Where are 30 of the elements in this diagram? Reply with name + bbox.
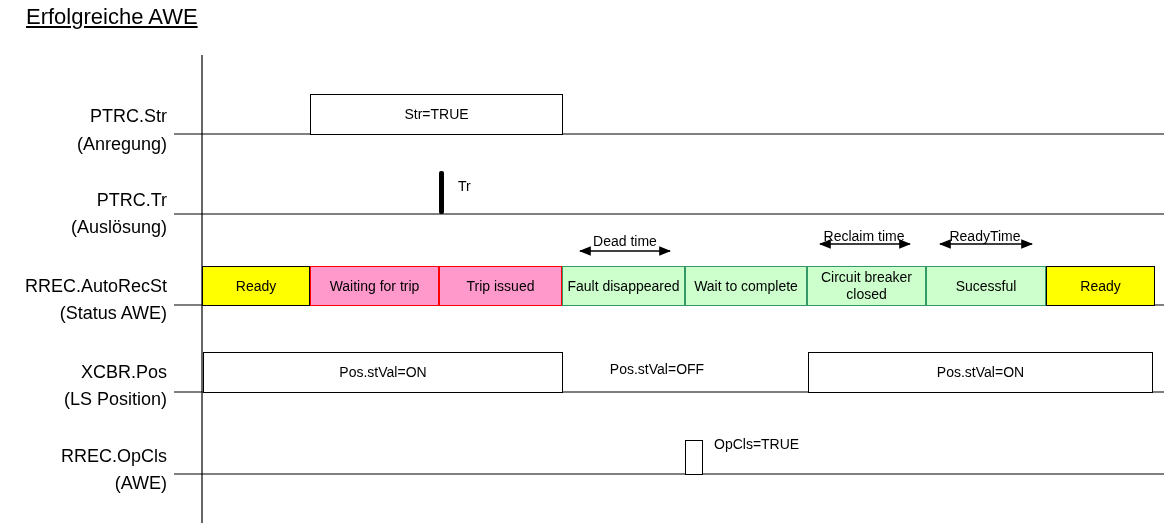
signal-name: RREC.OpCls [61, 446, 167, 467]
signal-pulse-box: Str=TRUE [310, 94, 563, 135]
signal-pulse-box: Pos.stVal=ON [808, 352, 1153, 393]
state-box: Ready [202, 266, 310, 306]
signal-name: (Status AWE) [59, 303, 167, 324]
signal-name: PTRC.Str [90, 106, 167, 127]
signal-pulse-box: Pos.stVal=ON [203, 352, 563, 393]
duration-label: Dead time [593, 233, 657, 249]
state-box: Fault disappeared [562, 266, 685, 306]
signal-pulse-box [685, 440, 703, 475]
signal-name: (LS Position) [63, 389, 167, 410]
signal-name: (Auslösung) [70, 217, 167, 238]
diagram-title: Erfolgreiche AWE [26, 4, 198, 30]
signal-name: RREC.AutoRecSt [24, 276, 167, 297]
signal-name: (AWE) [114, 473, 167, 494]
signal-value-label: Tr [458, 178, 471, 194]
state-box: Circuit breaker closed [807, 266, 926, 306]
state-box: Ready [1046, 266, 1155, 306]
state-box: Waiting for trip [310, 266, 439, 306]
trip-pulse-bar [439, 171, 444, 214]
signal-name: XCBR.Pos [80, 362, 167, 383]
duration-label: ReadyTime [949, 228, 1021, 244]
signal-value-label: OpCls=TRUE [714, 436, 800, 452]
duration-label: Reclaim time [823, 228, 905, 244]
state-box: Trip issued [439, 266, 562, 306]
state-box: Sucessful [926, 266, 1046, 306]
signal-value-label: Pos.stVal=OFF [609, 361, 705, 377]
state-box: Wait to complete [685, 266, 807, 306]
signal-name: PTRC.Tr [96, 190, 167, 211]
signal-name: (Anregung) [76, 134, 167, 155]
